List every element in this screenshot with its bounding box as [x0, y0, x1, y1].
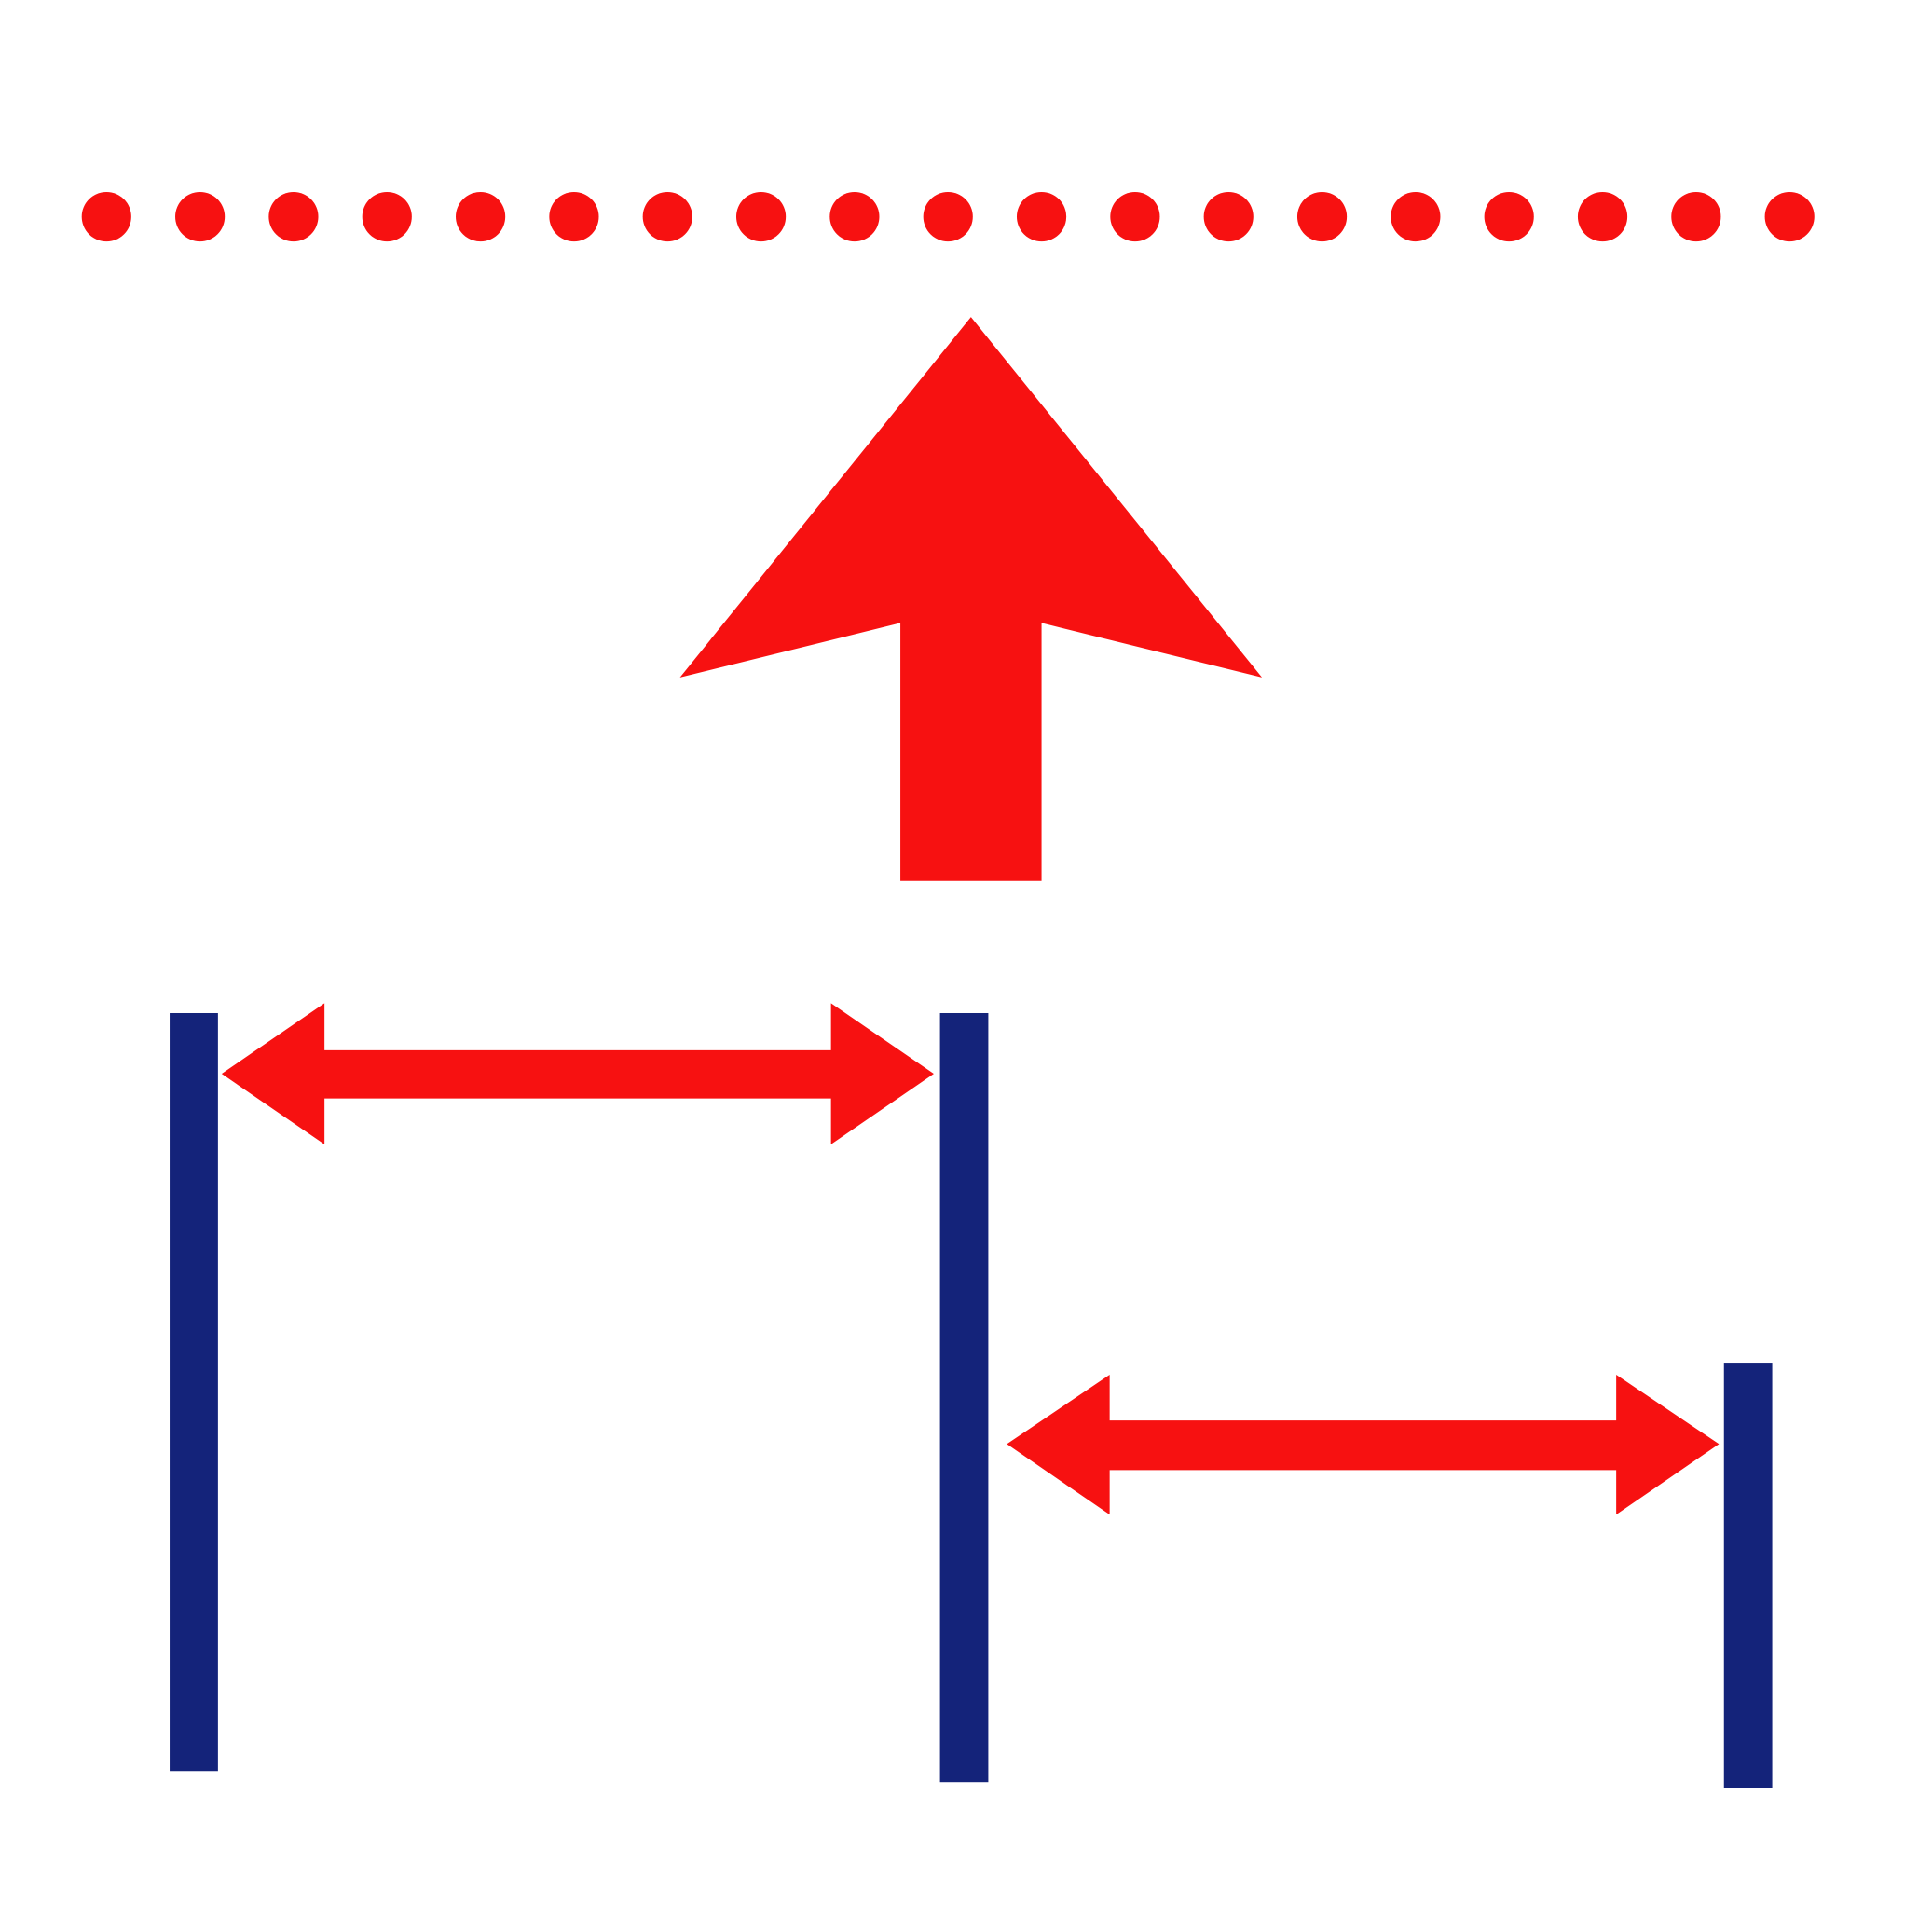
dot: [81, 191, 131, 242]
dot: [362, 191, 412, 242]
dot: [829, 191, 880, 242]
dot: [456, 191, 506, 242]
dot: [1577, 191, 1628, 242]
dot: [1296, 191, 1348, 242]
dot: [642, 191, 692, 242]
vertical-bar-right: [1723, 1363, 1773, 1788]
dot: [549, 191, 599, 242]
vertical-bar-middle: [939, 1012, 989, 1783]
dot: [735, 191, 787, 242]
dot: [1203, 191, 1254, 242]
dot: [1110, 191, 1160, 242]
dot: [268, 191, 319, 242]
dot: [1671, 191, 1721, 242]
double-arrow-icon-bottom: [1007, 1375, 1720, 1515]
dot: [1391, 191, 1441, 242]
dot: [175, 191, 226, 242]
dot: [1016, 191, 1067, 242]
double-arrow-icon-top: [221, 1003, 934, 1144]
dot: [1764, 191, 1815, 242]
dotted-line: [81, 191, 1815, 242]
arrow-up-icon: [679, 317, 1263, 881]
vertical-bar-left: [170, 1012, 218, 1772]
dot: [923, 191, 973, 242]
dot: [1484, 191, 1534, 242]
